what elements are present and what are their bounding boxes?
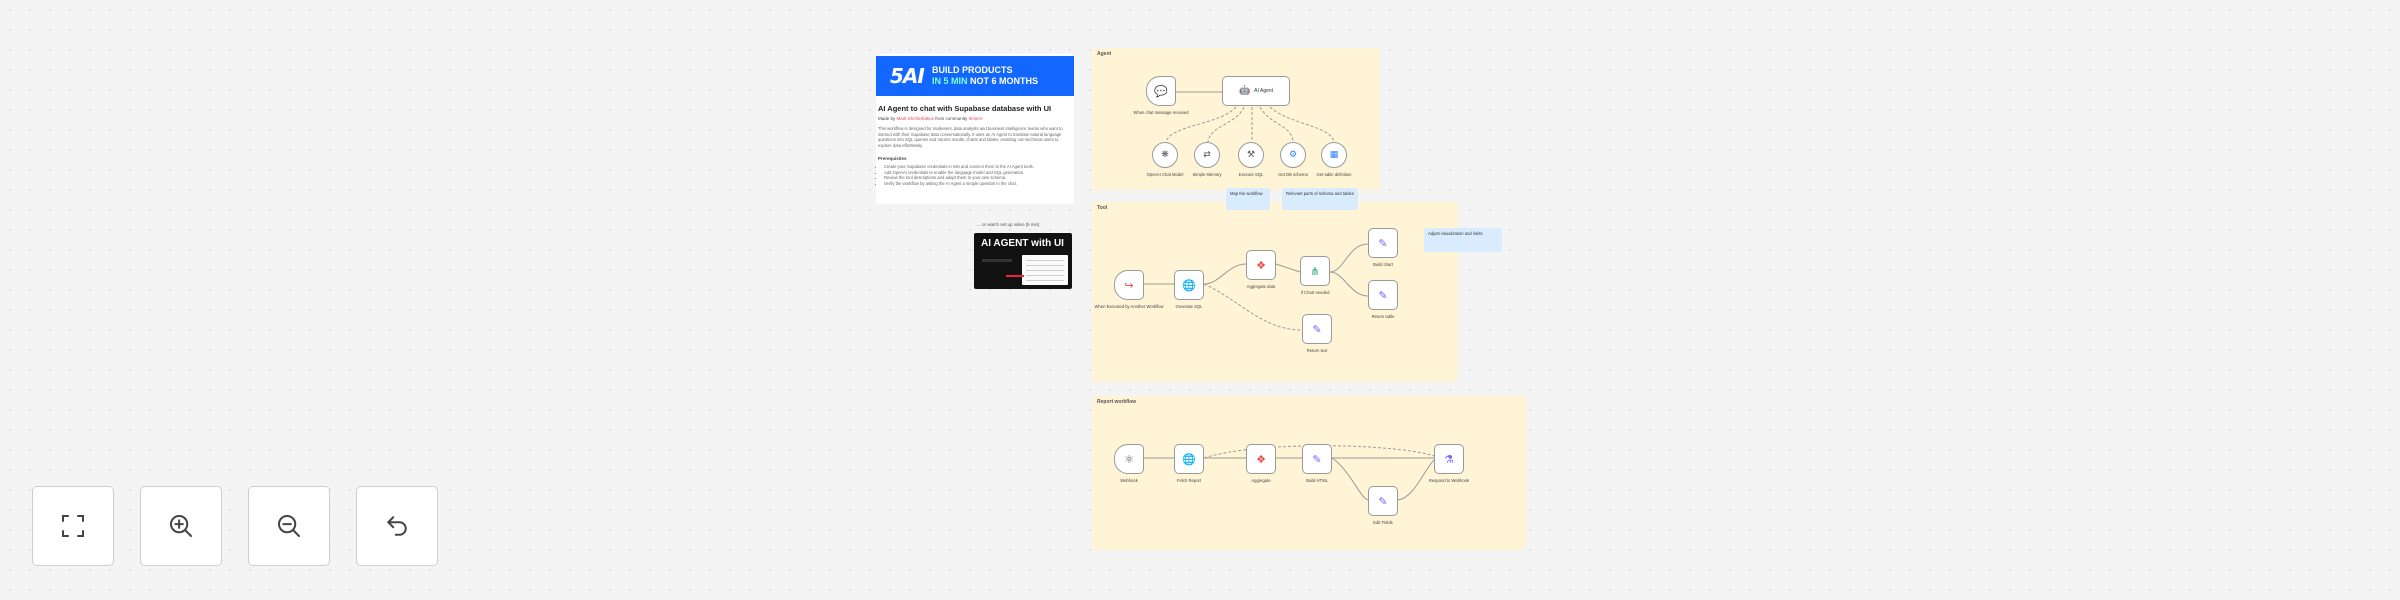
node-label: Respond to Webhook — [1428, 478, 1470, 483]
fit-view-icon — [62, 515, 84, 537]
video-caption: ... or watch set up video [5 min] — [977, 222, 1040, 227]
note-description: This workflow is designed for marketers,… — [878, 126, 1063, 148]
node-label: If Chart needed — [1300, 290, 1330, 295]
node-label: Simple Memory — [1192, 172, 1222, 177]
note-map-workflow[interactable]: Map the workflow — [1226, 188, 1270, 210]
prereq-heading: Prerequisites — [878, 156, 907, 161]
switch-node[interactable]: ⋔ — [1300, 256, 1330, 286]
zoom-out-button[interactable] — [248, 486, 330, 566]
node-label: Get DB schema — [1278, 172, 1308, 177]
ai-agent-node[interactable]: 🤖 AI Agent — [1222, 76, 1290, 106]
node-label: Generate SQL — [1175, 304, 1203, 309]
set-text-node[interactable]: ✎ — [1302, 314, 1332, 344]
schema-tool-node[interactable]: ⚙ — [1280, 142, 1306, 168]
banner-line-1: BUILD PRODUCTS — [932, 65, 1013, 75]
author-link[interactable]: Mark Shcherbakov — [896, 116, 935, 121]
node-label: Return text — [1306, 348, 1328, 353]
node-label: Return table — [1371, 314, 1395, 319]
respond-icon: ⚗ — [1444, 452, 1454, 466]
pencil-icon: ✎ — [1378, 494, 1388, 508]
trigger-icon: ↪ — [1124, 278, 1134, 292]
edit-fields-node[interactable]: ✎ — [1368, 486, 1398, 516]
reset-zoom-button[interactable] — [356, 486, 438, 566]
chat-bubble-icon: 💬 — [1154, 84, 1168, 98]
globe-icon: 🌐 — [1182, 278, 1196, 292]
video-accent — [1006, 275, 1024, 277]
code-icon: ❖ — [1256, 452, 1266, 466]
webhook-icon: ⚛ — [1124, 452, 1134, 466]
node-label: Fetch Report — [1176, 478, 1202, 483]
group-label: Agent — [1097, 51, 1112, 57]
group-label: Tool — [1097, 205, 1108, 211]
robot-icon: 🤖 — [1238, 85, 1251, 96]
node-title: AI Agent — [1254, 88, 1274, 94]
note-title: AI Agent to chat with Supabase database … — [878, 104, 1052, 113]
node-label: Build HTML — [1306, 478, 1328, 483]
info-sticky-note[interactable]: 5AI BUILD PRODUCTS IN 5 MIN NOT 6 MONTHS… — [876, 54, 1074, 204]
code-node[interactable]: ❖ — [1246, 250, 1276, 280]
list-item: Add OpenAI credentials to enable the lan… — [884, 170, 1078, 176]
database-icon: ⚙ — [1288, 149, 1298, 160]
list-item: Review the tool descriptions and adapt t… — [884, 175, 1078, 181]
openai-model-node[interactable]: ❋ — [1152, 142, 1178, 168]
memory-icon: ⇄ — [1203, 149, 1211, 160]
table-tool-node[interactable]: ▦ — [1321, 142, 1347, 168]
promo-banner: 5AI BUILD PRODUCTS IN 5 MIN NOT 6 MONTHS — [876, 56, 1074, 96]
note-visualization[interactable]: Adjust visualization and limits — [1424, 228, 1502, 252]
http-fetch-node[interactable]: 🌐 — [1174, 444, 1204, 474]
node-label: Webhook — [1120, 478, 1138, 483]
video-bar — [982, 259, 1012, 262]
note-schema-tables[interactable]: Relevant parts of schema and tables — [1282, 188, 1358, 210]
respond-webhook-node[interactable]: ⚗ — [1434, 444, 1464, 474]
undo-icon — [387, 516, 407, 536]
tool-icon: ⚒ — [1246, 149, 1256, 160]
community-link[interactable]: 5minAI — [968, 116, 983, 121]
pencil-icon: ✎ — [1312, 322, 1322, 336]
video-title: AI AGENT with UI — [981, 238, 1064, 249]
sql-tool-node[interactable]: ⚒ — [1238, 142, 1264, 168]
pencil-icon: ✎ — [1378, 288, 1388, 302]
zoom-out-icon — [278, 515, 300, 537]
fit-view-button[interactable] — [32, 486, 114, 566]
set-chart-node[interactable]: ✎ — [1368, 228, 1398, 258]
table-icon: ▦ — [1329, 149, 1339, 160]
node-label: Execute SQL — [1238, 172, 1264, 177]
group-label: Report workflow — [1097, 399, 1137, 405]
openai-icon: ❋ — [1161, 149, 1169, 160]
http-request-node[interactable]: 🌐 — [1174, 270, 1204, 300]
chat-trigger-node[interactable]: 💬 — [1146, 76, 1176, 106]
node-label: Aggregate data — [1246, 284, 1276, 289]
code-icon: ❖ — [1256, 258, 1266, 272]
node-label: Build chart — [1373, 262, 1393, 267]
aggregate-code-node[interactable]: ❖ — [1246, 444, 1276, 474]
build-html-node[interactable]: ✎ — [1302, 444, 1332, 474]
node-label: Aggregate — [1251, 478, 1271, 483]
set-table-node[interactable]: ✎ — [1368, 280, 1398, 310]
banner-line-2: IN 5 MIN NOT 6 MONTHS — [932, 76, 1039, 86]
list-item: Create your Supabase credentials in n8n … — [884, 164, 1078, 170]
node-label: Edit Fields — [1373, 520, 1393, 525]
pencil-icon: ✎ — [1378, 236, 1388, 250]
zoom-in-icon — [170, 515, 192, 537]
zoom-in-button[interactable] — [140, 486, 222, 566]
video-screen — [1022, 255, 1068, 285]
list-item: Verify the workflow by asking the AI Age… — [884, 181, 1078, 187]
webhook-node[interactable]: ⚛ — [1114, 444, 1144, 474]
pencil-icon: ✎ — [1312, 452, 1322, 466]
node-label: When Executed by Another Workflow — [1094, 304, 1164, 309]
execute-workflow-trigger-node[interactable]: ↪ — [1114, 270, 1144, 300]
node-label: Get table definition — [1316, 172, 1352, 177]
branch-icon: ⋔ — [1310, 264, 1320, 278]
globe-icon: 🌐 — [1182, 452, 1196, 466]
prereq-list: Create your Supabase credentials in n8n … — [878, 164, 1078, 186]
note-byline: Made by Mark Shcherbakov from community … — [878, 116, 983, 121]
node-label: OpenAI Chat Model — [1146, 172, 1184, 177]
node-label: When chat message received — [1133, 110, 1189, 115]
brand-logo: 5AI — [890, 64, 925, 88]
memory-node[interactable]: ⇄ — [1194, 142, 1220, 168]
video-thumbnail[interactable]: AI AGENT with UI — [974, 233, 1072, 289]
